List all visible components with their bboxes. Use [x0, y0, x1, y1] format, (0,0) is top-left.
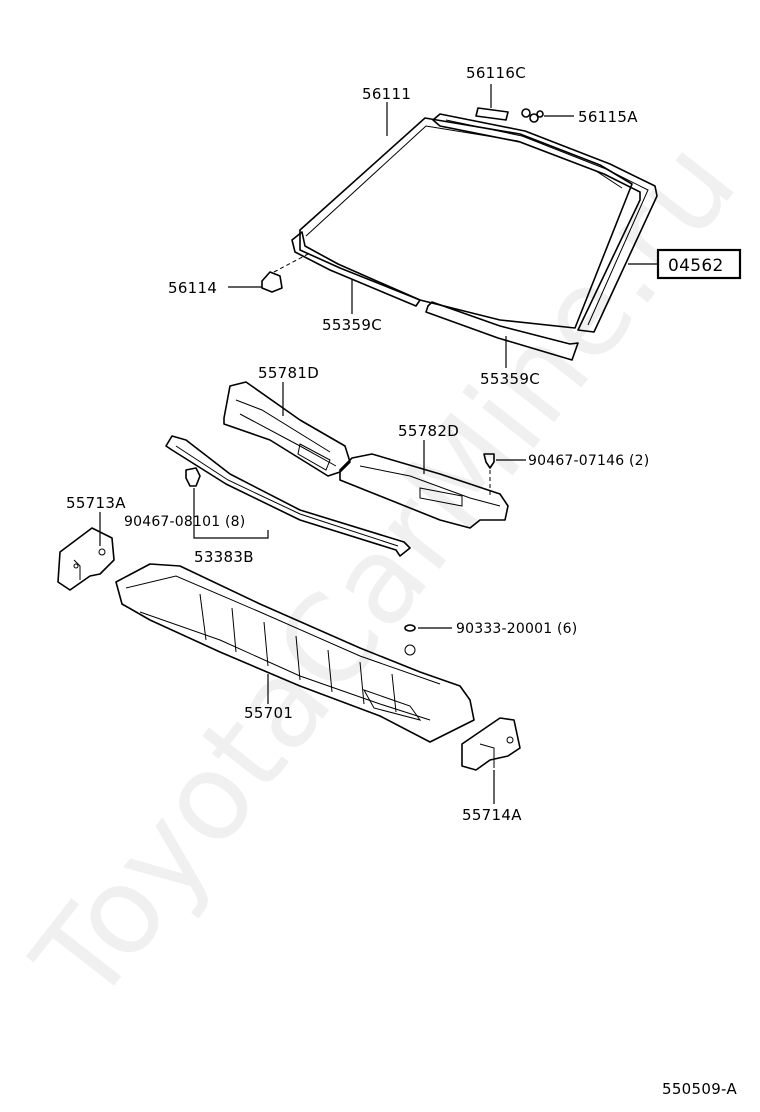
label-90333-20001: 90333-20001 (6) — [456, 621, 577, 637]
leader-53383b — [193, 488, 269, 539]
label-56114: 56114 — [168, 279, 217, 297]
label-53383b: 53383B — [194, 548, 254, 566]
grommet-90333-20001 — [404, 624, 416, 632]
lower-strip-left — [291, 231, 421, 307]
label-55781d: 55781D — [258, 364, 319, 382]
part-56116c — [475, 107, 509, 121]
label-55359c-b: 55359C — [480, 370, 540, 388]
label-55701: 55701 — [244, 704, 293, 722]
clip-90467-07146 — [483, 453, 495, 498]
label-55782d: 55782D — [398, 422, 459, 440]
label-55359c-a: 55359C — [322, 316, 382, 334]
diagram-code: 550509-A — [662, 1080, 737, 1098]
label-56116c: 56116C — [466, 64, 526, 82]
label-55713a: 55713A — [66, 494, 126, 512]
bracket-55714a — [461, 717, 521, 771]
bracket-55713a — [57, 527, 115, 591]
lower-strip-right — [425, 301, 579, 361]
watermark: ToyotaCarMine.ru — [8, 116, 760, 1028]
clip-56115a — [521, 108, 544, 123]
windshield-molding — [432, 113, 658, 333]
cowl-panel-55701 — [115, 563, 475, 743]
highlight-box-04562 — [656, 248, 742, 280]
label-04562: 04562 — [668, 256, 724, 276]
label-90467-07146: 90467-07146 (2) — [528, 453, 649, 469]
bracket-56114 — [261, 253, 309, 293]
clip-90467-08101 — [185, 467, 201, 487]
cowl-louver-left — [223, 381, 351, 477]
label-90467-08101: 90467-08101 (8) — [124, 514, 245, 530]
cowl-louver-right — [339, 453, 509, 529]
label-56111: 56111 — [362, 85, 411, 103]
label-56115a: 56115A — [578, 108, 638, 126]
label-55714a: 55714A — [462, 806, 522, 824]
seal-53383b — [165, 435, 411, 557]
